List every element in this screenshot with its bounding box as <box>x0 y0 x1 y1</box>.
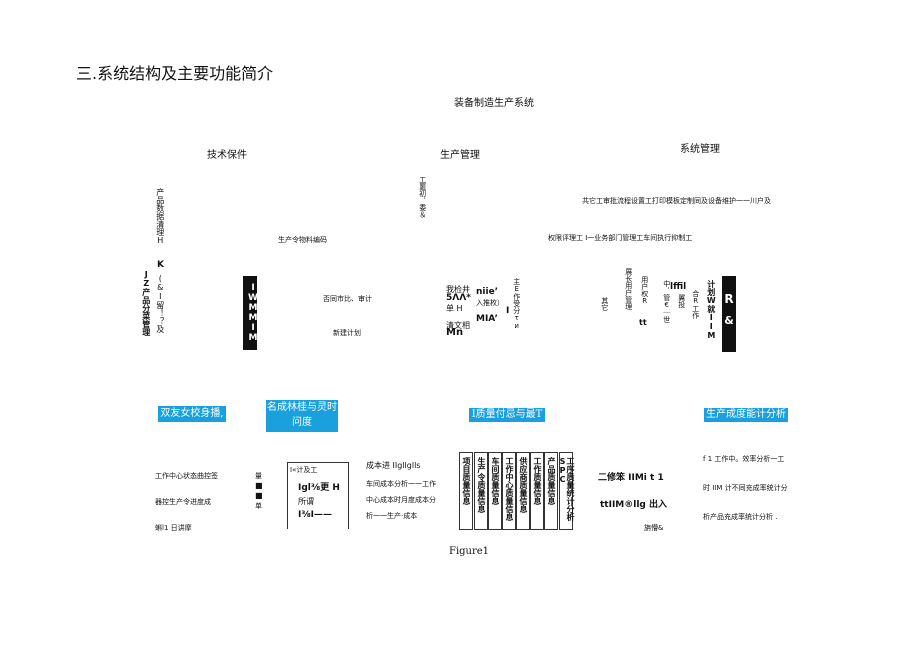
s2-bracket <box>287 462 349 529</box>
col-process-spc: 工序质量统计分析SPC <box>558 452 575 530</box>
s1-mark-3: ■ <box>255 491 263 500</box>
s2-line-1: I«计及工 <box>290 466 318 474</box>
s6-line-1: f 1 工作中。效率分析一工 <box>703 455 785 463</box>
s1-mark-4: 单 <box>255 502 262 510</box>
prod-vert-top: 工噩初．委＆ <box>418 176 427 218</box>
col-product-quality: 产品质量信息 <box>544 452 558 530</box>
col-project-quality: 项目质量信息 <box>459 452 473 530</box>
sys-v9: 计划W就IIM <box>706 280 716 340</box>
sys-line-1: 共它工审批流程设置工打印模板定制同及设备维护一一川户及 <box>582 197 771 205</box>
s2-line-2: Igl⅜更 H <box>298 483 340 493</box>
section-heading: 三.系统结构及主要功能简介 <box>76 64 274 83</box>
s1-mark-1: 量 <box>255 472 262 480</box>
box-2: 名成林桂与灵时问度 <box>266 400 338 432</box>
tech-black-bar: IWMMIM <box>243 276 258 350</box>
prod-g7: 入推枚） <box>476 299 504 307</box>
s3-line-3: 中心成本时月度成本分 <box>366 496 436 504</box>
prod-g4: 清文相 <box>446 321 470 330</box>
s5-line-3: 旃懵& <box>644 524 664 532</box>
sys-v1: 其它 <box>600 297 609 311</box>
figure-caption: Figure1 <box>449 546 490 557</box>
prod-line-2: 否同市比、审计 <box>323 295 372 303</box>
s5-line-1: 二修笨 IIMi t 1 <box>598 473 664 483</box>
sys-v4: tt <box>639 318 647 327</box>
prod-vert-right: 主E作受分τи <box>512 278 521 330</box>
s1-mark-2: ■ <box>255 481 263 490</box>
sys-v7: 翼投 <box>677 294 686 308</box>
s1-line-1: 工作中心状态曲控签 <box>155 472 218 480</box>
s6-line-3: 析产品充成率统计分析 . <box>703 513 778 521</box>
s2-line-4: I⅜I—— <box>298 510 333 520</box>
s1-line-3: 蝌l1 日讲摩 <box>155 524 192 532</box>
box-3: I质量付忌与最T <box>469 408 545 422</box>
prod-g9: I <box>506 306 510 316</box>
prod-g8: MIA’ <box>476 314 498 324</box>
sys-v3: 用户权R <box>640 276 649 305</box>
col-workcenter-quality: 工作中心质量信息 <box>502 452 516 530</box>
col-work-quality: 工作质量信息 <box>530 452 544 530</box>
col-workshop-quality: 车间质量信息 <box>488 452 502 530</box>
box-1: 双友女校身播, <box>158 406 226 422</box>
tech-k: K <box>157 260 164 270</box>
s6-line-2: 时 IIM 计不同充成率统计分 <box>703 484 788 492</box>
col-order-quality: 生产令质量信息 <box>474 452 488 530</box>
s3-line-4: 析一一生产·成本 <box>366 512 418 520</box>
tech-node: 技术保件 <box>207 150 247 161</box>
s3-line-1: 成本进 IIgllglls <box>366 461 421 470</box>
prod-g6: niie’ <box>476 287 499 297</box>
prod-g5: Mn <box>446 327 464 338</box>
prod-line-3: 新建计划 <box>333 329 361 337</box>
tech-vert-c: JZ产品分菜管理 <box>141 270 151 336</box>
prod-node: 生产管理 <box>440 150 480 161</box>
sys-black-bar: R & <box>722 276 736 352</box>
sys-node: 系统管理 <box>680 144 720 155</box>
prod-g1: 我检井 <box>446 285 470 294</box>
prod-g2: 5ΛΛ* <box>446 293 471 303</box>
s3-line-2: 车间成本分析一一工作 <box>366 480 436 488</box>
tech-vert-b: (&I留！？及 <box>155 274 165 333</box>
prod-line-1: 生产令物料编码 <box>278 236 327 244</box>
prod-g3: 单 H <box>446 304 463 313</box>
s5-line-2: ttIIM®llg 出入 <box>600 500 668 510</box>
s2-line-3: 所谓 <box>298 497 314 506</box>
root-node: 装备制造生产系统 <box>454 98 534 109</box>
box-4: 生产成度能计分析 <box>704 408 788 422</box>
sys-v5: 中．管€｜世 <box>662 280 671 323</box>
sys-v8: 合R工作 <box>691 290 700 319</box>
sys-bar-amp: & <box>724 314 734 327</box>
sys-v2: 展长用户管理 <box>624 268 633 310</box>
s1-line-2: 器控生产令进度成 <box>155 498 211 506</box>
tech-vert-a: 产品数据清理H <box>155 188 165 245</box>
sys-line-2: 权限评理工 I一业务部门管理工车间执行抑制工 <box>548 234 693 242</box>
sys-v6: lffil <box>670 282 687 292</box>
sys-bar-r: R <box>724 292 734 306</box>
col-supplier-quality: 供应商质量信息 <box>516 452 530 530</box>
